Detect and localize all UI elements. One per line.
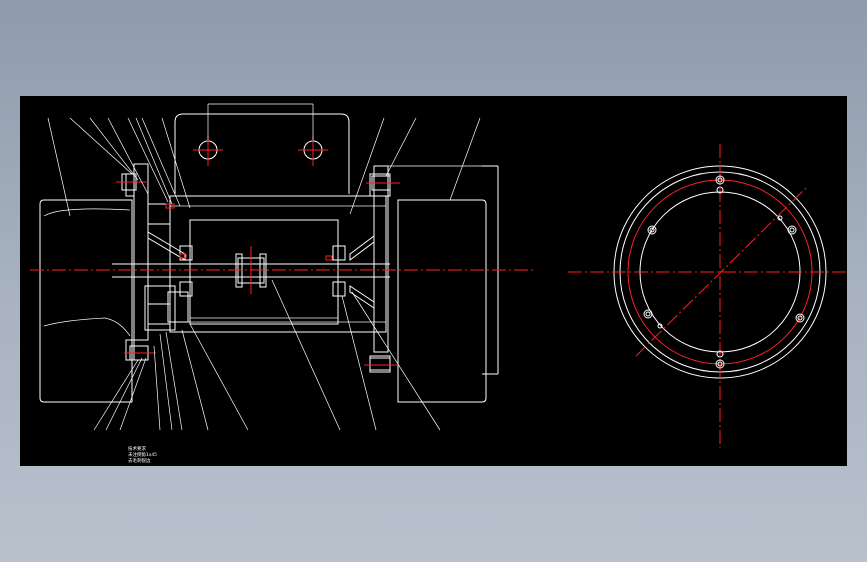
bolt-bottom-left (124, 345, 156, 361)
note-line-3: 去毛刺锐边 (128, 457, 151, 464)
left-motor-outline (39, 199, 133, 403)
right-motor-outline (397, 199, 487, 403)
leaders-bottom (93, 279, 441, 431)
note-line-2: 未注倒角1x45 (128, 451, 157, 458)
bolt-holes (643, 175, 805, 369)
bolt-top-right (366, 175, 400, 191)
cad-drawing: 技术要求 未注倒角1x45 去毛刺锐边 (30, 103, 847, 464)
technical-notes: 技术要求 未注倒角1x45 去毛刺锐边 (128, 445, 157, 464)
cad-viewport[interactable]: 技术要求 未注倒角1x45 去毛刺锐边 (20, 96, 847, 466)
section-view (30, 103, 535, 431)
top-base-plate (174, 113, 350, 194)
leaders-top (47, 117, 481, 217)
bolt-bottom-right (364, 357, 398, 373)
end-view (568, 144, 847, 448)
bolt-top-left (116, 173, 148, 191)
note-line-1: 技术要求 (128, 445, 146, 452)
